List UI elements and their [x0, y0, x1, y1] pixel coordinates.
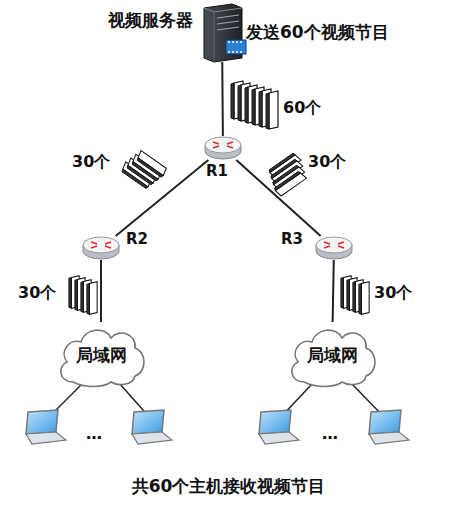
server-node: 视频服务器	[198, 2, 246, 62]
graphic-part	[83, 237, 119, 253]
router-label: R3	[281, 230, 303, 248]
count-label: 30个	[72, 152, 110, 171]
graphic-part	[26, 432, 66, 444]
graphic-part	[274, 170, 307, 197]
graphic-part	[316, 237, 352, 253]
server-label: 视频服务器	[48, 10, 193, 30]
router-icon	[204, 136, 242, 160]
link-line	[222, 62, 224, 136]
link-line	[116, 160, 209, 236]
graphic-part	[205, 137, 241, 153]
graphic-part	[228, 42, 242, 52]
graphic-part	[324, 242, 344, 248]
router-icon	[315, 236, 353, 260]
count-label: …	[86, 424, 102, 443]
note-label: 发送60个视频节目	[246, 22, 389, 42]
graphic-part	[135, 151, 168, 178]
graphic-part	[26, 410, 58, 434]
count-label: 30个	[308, 152, 346, 171]
graphic-part	[266, 91, 278, 129]
router-label: R2	[126, 230, 148, 248]
graphic-part	[217, 15, 239, 30]
caption: 共60个主机接收视频节目	[0, 476, 457, 496]
graphic-part	[369, 410, 401, 434]
link-segment	[116, 160, 209, 236]
link-segment	[333, 260, 334, 322]
packet-stack-left	[120, 147, 168, 192]
lan-cloud: 局域网	[55, 322, 147, 388]
link-segment	[100, 260, 102, 322]
graphic-part	[226, 40, 246, 54]
link-line	[333, 260, 334, 322]
count-label: 30个	[374, 283, 412, 302]
graphic-part	[369, 432, 409, 444]
graphic-part	[259, 410, 291, 434]
router-label: R1	[206, 162, 228, 180]
link-line	[101, 260, 102, 322]
graphic-part	[87, 282, 97, 315]
graphic-part	[91, 242, 111, 248]
graphic-part	[132, 410, 164, 434]
lan-wires	[48, 384, 385, 418]
lan-cloud: 局域网	[286, 322, 378, 388]
router-icon	[82, 236, 120, 260]
graphic-part	[213, 142, 233, 148]
count-label: 30个	[18, 283, 56, 302]
graphic-part	[359, 282, 369, 315]
laptops	[26, 410, 409, 444]
router-node: R2	[82, 236, 120, 260]
count-label: …	[322, 424, 338, 443]
graphic-part	[214, 12, 215, 62]
count-label: 60个	[283, 98, 321, 117]
graphic-part	[132, 432, 172, 444]
packet-stack-r2	[69, 276, 97, 315]
router-node: R3	[315, 236, 353, 260]
graphic-part	[259, 410, 299, 444]
link-segment	[221, 62, 224, 136]
cloud-label: 局域网	[286, 322, 378, 388]
router-node: R1	[204, 136, 242, 160]
link-segment	[236, 160, 320, 236]
packet-stack-60	[231, 81, 278, 129]
graphic-part	[26, 410, 66, 444]
graphic-part	[204, 8, 242, 12]
server-icon	[198, 2, 246, 62]
graphic-part	[259, 432, 299, 444]
packet-stack-r3	[341, 276, 369, 315]
cloud-label: 局域网	[55, 322, 147, 388]
graphic-part	[369, 410, 409, 444]
graphic-part	[132, 410, 172, 444]
link-line	[236, 160, 320, 236]
